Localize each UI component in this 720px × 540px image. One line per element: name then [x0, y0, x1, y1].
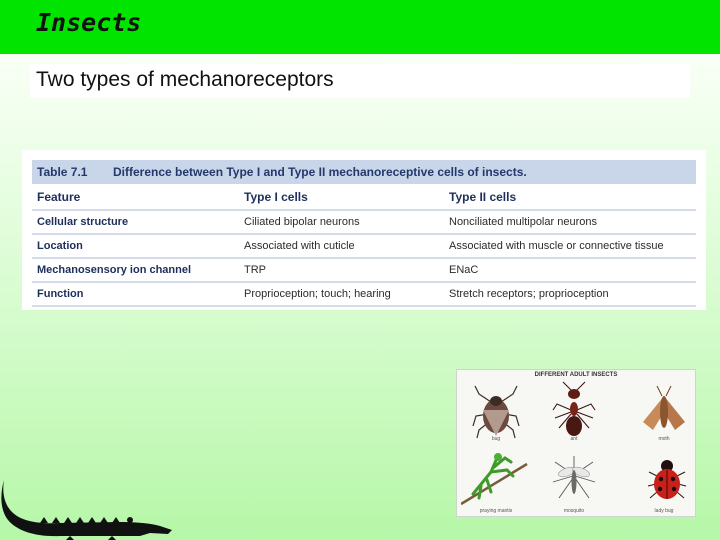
insects-figure-heading: DIFFERENT ADULT INSECTS [534, 372, 618, 378]
table-image: Table 7.1 Difference between Type I and … [22, 150, 706, 310]
row-type-1: Ciliated bipolar neurons [244, 216, 360, 228]
row-feature: Location [37, 240, 83, 252]
insect-label: bug [491, 436, 501, 442]
slide-subtitle: Two types of mechanoreceptors [36, 68, 334, 91]
table-header-row: Feature Type I cells Type II cells [32, 184, 696, 211]
row-type-1: TRP [244, 264, 266, 276]
ladybug-icon [647, 460, 687, 499]
table-row: Cellular structure Ciliated bipolar neur… [32, 211, 696, 235]
ant-icon [552, 381, 596, 436]
table-row: Mechanosensory ion channel TRP ENaC [32, 259, 696, 283]
insect-label: praying mantis [479, 508, 513, 514]
row-feature: Cellular structure [37, 216, 129, 228]
moth-icon [643, 385, 685, 430]
header-type-2: Type II cells [449, 189, 517, 204]
insects-figure: DIFFERENT ADULT INSECTS bug ant m [456, 369, 696, 517]
table-row: Location Associated with cuticle Associa… [32, 235, 696, 259]
insect-label: moth [658, 436, 670, 442]
insect-label: mosquito [563, 508, 585, 514]
row-type-1: Proprioception; touch; hearing [244, 288, 391, 300]
slide-title: Insects [36, 8, 142, 37]
header-feature: Feature [37, 189, 81, 204]
mosquito-icon [552, 456, 596, 499]
bug-icon [472, 385, 520, 439]
alligator-logo-icon [1, 480, 172, 540]
subtitle-box: Two types of mechanoreceptors [30, 64, 690, 98]
row-type-2: Stretch receptors; proprioception [449, 288, 609, 300]
row-type-2: ENaC [449, 264, 479, 276]
table-caption: Table 7.1 Difference between Type I and … [32, 160, 696, 184]
row-type-2: Nonciliated multipolar neurons [449, 216, 597, 228]
title-bar: Insects [0, 0, 720, 54]
table-row: Function Proprioception; touch; hearing … [32, 283, 696, 307]
row-type-1: Associated with cuticle [244, 240, 355, 252]
row-type-2: Associated with muscle or connective tis… [449, 240, 664, 252]
insect-label: lady bug [654, 508, 674, 514]
table-caption-text: Difference between Type I and Type II me… [113, 165, 527, 179]
mechanoreceptor-table: Table 7.1 Difference between Type I and … [32, 160, 696, 307]
header-type-1: Type I cells [244, 189, 308, 204]
praying-mantis-icon [461, 453, 528, 506]
row-feature: Function [37, 288, 84, 300]
row-feature: Mechanosensory ion channel [37, 264, 192, 276]
insect-label: ant [570, 436, 578, 442]
table-number: Table 7.1 [37, 165, 88, 179]
